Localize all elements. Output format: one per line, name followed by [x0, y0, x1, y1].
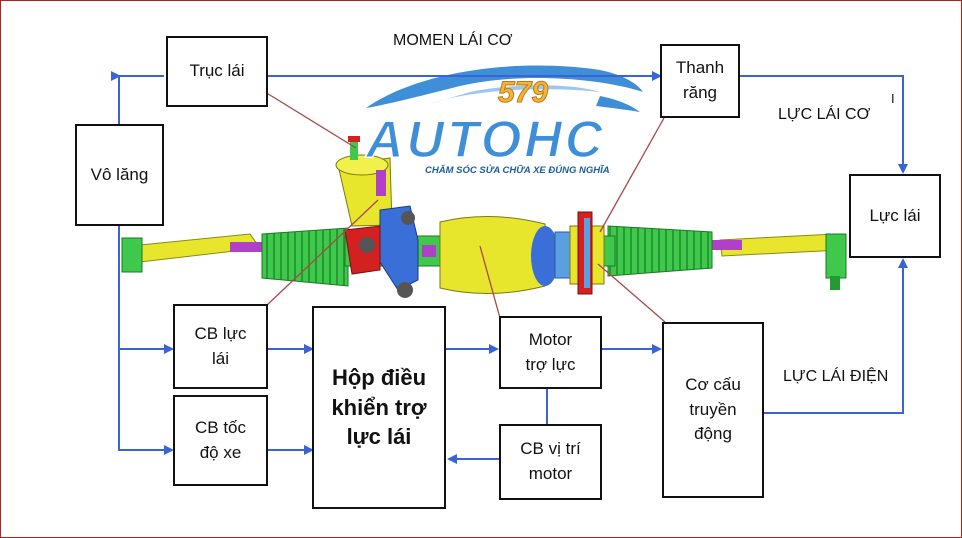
box-cb-luc-lai-line-2: lái: [211, 348, 229, 368]
box-hop-dieu-khien: Hộp điều khiển trợ lực lái: [312, 306, 446, 509]
box-co-cau-line-3: động: [694, 424, 732, 444]
box-co-cau-line-2: truyền: [689, 399, 737, 419]
tie-rod-end-icon: [121, 233, 847, 290]
electric-motor-icon: [531, 225, 605, 286]
box-co-cau-truyen-dong: Cơ cấu truyền động: [662, 322, 764, 498]
label-tick: I: [891, 91, 895, 106]
box-cb-luc-lai: CB lực lái: [173, 304, 268, 389]
box-cb-toc-do: CB tốc độ xe: [173, 395, 268, 486]
box-cb-toc-do-line-2: độ xe: [199, 442, 242, 462]
logo-brand: AUTOHC: [365, 110, 606, 170]
box-vo-lang: Vô lăng: [75, 124, 164, 226]
logo-number: 579: [497, 76, 549, 110]
box-motor-tro-luc: Motor trợ lực: [499, 316, 602, 389]
label-luc-lai-dien: LỰC LÁI ĐIỆN: [783, 368, 889, 385]
box-motor-tro-luc-line-2: trợ lực: [525, 354, 576, 374]
label-momen-lai-co: MOMEN LÁI CƠ: [393, 32, 513, 49]
label-luc-lai-co: LỰC LÁI CƠ: [778, 106, 871, 123]
box-thanh-rang-line-1: Thanh: [675, 58, 725, 78]
box-motor-tro-luc-line-1: Motor: [528, 329, 573, 349]
box-truc-lai-line-1: Trục lái: [189, 61, 245, 81]
box-cb-luc-lai-line-1: CB lực: [194, 323, 247, 343]
box-hop-dieu-khien-line-3: lực lái: [346, 424, 412, 450]
box-thanh-rang: Thanh răng: [660, 44, 740, 118]
box-hop-dieu-khien-line-2: khiển trợ: [331, 394, 427, 420]
box-thanh-rang-line-2: răng: [682, 83, 717, 102]
box-cb-vi-tri-line-2: motor: [528, 464, 573, 483]
pointer-lines: [264, 91, 666, 323]
box-co-cau-line-1: Cơ cấu: [685, 375, 741, 395]
box-truc-lai: Trục lái: [166, 36, 268, 107]
box-cb-toc-do-line-1: CB tốc: [194, 417, 247, 437]
box-vo-lang-line-1: Vô lăng: [90, 164, 149, 184]
steering-rack-icon: [121, 136, 847, 298]
box-luc-lai-line-1: Lực lái: [869, 205, 921, 225]
box-hop-dieu-khien-line-1: Hộp điều: [331, 364, 427, 390]
box-luc-lai: Lực lái: [849, 174, 941, 258]
box-cb-vi-tri-line-1: CB vị trí: [520, 439, 581, 459]
logo-tagline: CHĂM SÓC SỬA CHỮA XE ĐÚNG NGHĨA: [425, 165, 610, 176]
bellows-boot-icon: [261, 225, 713, 287]
box-cb-vi-tri-motor: CB vị trí motor: [499, 424, 602, 500]
